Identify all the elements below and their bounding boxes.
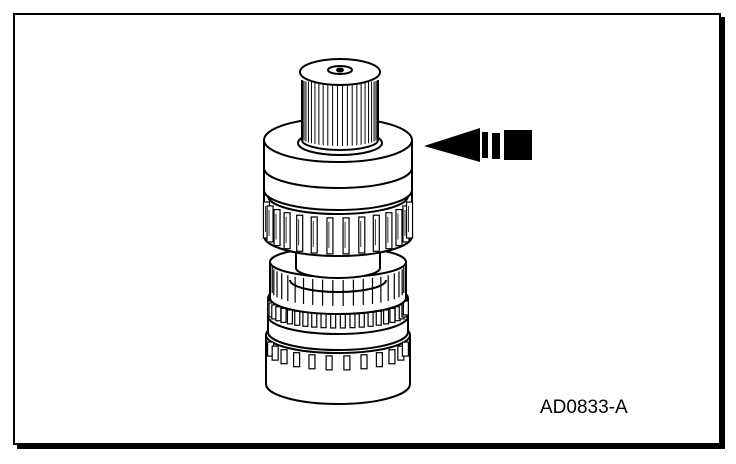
tooth bbox=[395, 208, 403, 247]
tooth bbox=[275, 306, 282, 322]
tooth bbox=[271, 345, 279, 361]
tooth bbox=[320, 313, 327, 329]
tooth bbox=[405, 201, 414, 239]
input-shaft bbox=[299, 58, 381, 151]
tooth bbox=[382, 309, 390, 325]
tooth bbox=[330, 313, 337, 329]
figure-id-label: AD0833-A bbox=[540, 397, 628, 418]
tooth bbox=[360, 354, 368, 370]
tooth bbox=[339, 313, 346, 329]
tooth bbox=[367, 311, 374, 327]
tooth bbox=[293, 352, 301, 368]
tooth bbox=[296, 214, 304, 252]
tooth bbox=[358, 216, 366, 254]
tooth bbox=[342, 217, 350, 255]
tooth bbox=[273, 208, 281, 247]
tooth bbox=[401, 341, 410, 357]
indicator-arrow-icon bbox=[424, 128, 532, 162]
tooth bbox=[349, 313, 356, 329]
tooth bbox=[294, 310, 301, 326]
tooth bbox=[388, 349, 396, 365]
input-shaft-splines bbox=[301, 80, 379, 146]
clutch-hub-teeth bbox=[271, 267, 405, 306]
tooth bbox=[308, 354, 316, 370]
tooth bbox=[326, 217, 334, 255]
tooth bbox=[280, 349, 288, 365]
tooth bbox=[310, 216, 318, 254]
tooth bbox=[389, 307, 396, 323]
upper-drum bbox=[262, 168, 414, 257]
tooth bbox=[372, 214, 380, 252]
tooth bbox=[325, 355, 333, 371]
lower-drum-slots bbox=[266, 341, 410, 371]
upper-drum-teeth bbox=[262, 201, 414, 255]
tooth bbox=[283, 212, 291, 250]
ring-gear-teeth bbox=[267, 300, 409, 329]
tooth bbox=[385, 212, 393, 250]
tooth bbox=[302, 311, 309, 327]
frame-shadow-right bbox=[721, 17, 725, 449]
tooth bbox=[343, 355, 351, 371]
tooth bbox=[266, 205, 274, 243]
tooth bbox=[280, 307, 287, 323]
tooth bbox=[375, 310, 382, 326]
tooth bbox=[286, 309, 294, 325]
tooth bbox=[311, 312, 318, 328]
frame-shadow-bottom bbox=[17, 445, 725, 449]
tooth bbox=[358, 312, 365, 328]
tooth bbox=[375, 352, 383, 368]
